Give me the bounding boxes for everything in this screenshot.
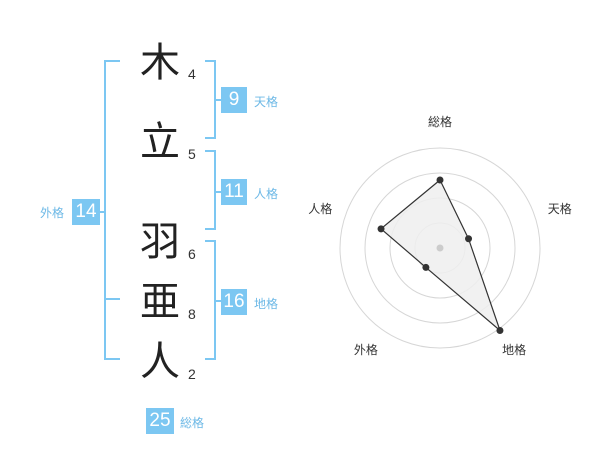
tenkaku-label: 天格 (254, 95, 279, 109)
chikaku-connector (215, 300, 223, 302)
soukaku-badge: 25 (146, 408, 174, 434)
chikaku-bracket-top (205, 240, 216, 242)
gaikaku-label: 外格 (40, 206, 65, 220)
jinkaku-connector (215, 191, 223, 193)
radar-point-1 (436, 176, 444, 184)
soukaku-label: 総格 (180, 416, 205, 430)
name-char-2: 立 (140, 119, 180, 165)
stroke-count-5: 2 (188, 366, 196, 382)
jinkaku-label: 人格 (254, 187, 279, 201)
radar-ring (339, 147, 541, 349)
name-char-3: 羽 (140, 219, 180, 265)
radar-ring (364, 172, 516, 324)
radar-series-polygon (380, 179, 502, 333)
tenkaku-bracket-top (205, 60, 216, 62)
stroke-count-2: 5 (188, 146, 196, 162)
chikaku-bracket-bottom (205, 358, 216, 360)
gaikaku-badge: 14 (72, 199, 100, 225)
stroke-count-1: 4 (188, 66, 196, 82)
jinkaku-bracket-vertical (214, 150, 216, 230)
radar-axis-label-5: 人格 (308, 201, 332, 216)
radar-axis-label-1: 総格 (428, 114, 452, 129)
gaikaku-bracket-mid (104, 298, 120, 300)
chikaku-label: 地格 (254, 297, 279, 311)
radar-axis-label-3: 地格 (502, 342, 526, 357)
jinkaku-badge: 11 (221, 179, 247, 205)
tenkaku-bracket-bottom (205, 137, 216, 139)
stroke-count-4: 8 (188, 306, 196, 322)
gaikaku-connector (98, 211, 105, 213)
name-char-1: 木 (140, 40, 180, 86)
gaikaku-bracket-bottom (104, 358, 120, 360)
radar-point-3 (496, 327, 504, 335)
radar-axis-label-2: 天格 (548, 201, 572, 216)
gaikaku-bracket-top (104, 60, 120, 62)
jinkaku-bracket-top (205, 150, 216, 152)
tenkaku-connector (215, 99, 223, 101)
radar-axis-label-4: 外格 (354, 342, 378, 357)
jinkaku-bracket-bottom (205, 228, 216, 230)
radar-point-5 (377, 225, 385, 233)
gaikaku-bracket-vertical (104, 60, 106, 360)
name-char-5: 人 (140, 339, 180, 385)
tenkaku-badge: 9 (221, 87, 247, 113)
radar-center-dot (436, 244, 444, 252)
stroke-count-3: 6 (188, 246, 196, 262)
chikaku-badge: 16 (221, 289, 247, 315)
radar-point-4 (422, 263, 430, 271)
name-char-4: 亜 (140, 279, 180, 325)
radar-point-2 (465, 235, 473, 243)
